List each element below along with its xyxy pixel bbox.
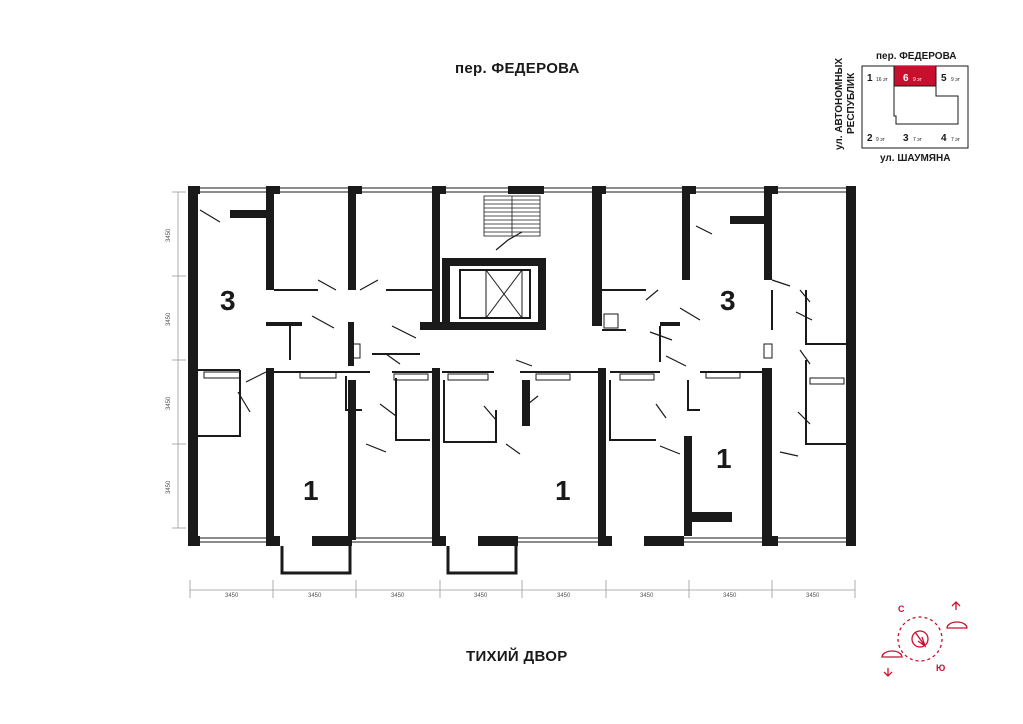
compass (881, 601, 968, 677)
dim-label: 3450 (474, 593, 488, 599)
apartment-rooms-label: 3 (720, 285, 736, 316)
keymap-street-bottom: ул. ШАУМЯНА (880, 153, 950, 164)
dim-label: 3450 (166, 480, 172, 494)
sunset-icon (881, 650, 903, 658)
apartment-rooms-label: 1 (555, 475, 571, 506)
compass-north-label: С (898, 604, 905, 614)
elevator-shaft (459, 269, 531, 319)
apartment-rooms-label: 1 (716, 443, 732, 474)
partitions (190, 289, 848, 445)
door-swings (199, 209, 813, 457)
dimension-labels-left: 3450 3450 3450 3450 (166, 228, 172, 494)
keymap-section-floors: 9 эт (951, 77, 961, 83)
apartment-rooms-label: 3 (220, 285, 236, 316)
keymap-section-floors: 7 эт (913, 137, 923, 143)
arrow-down-icon (883, 668, 893, 677)
apartment-rooms-label: 1 (303, 475, 319, 506)
windows (200, 187, 846, 543)
dim-label: 3450 (225, 593, 239, 599)
apartment-labels: 3 3 1 1 1 (220, 285, 736, 506)
dimension-lines (172, 191, 856, 598)
stairs (483, 195, 541, 251)
compass-needle-icon (914, 631, 927, 648)
dim-label: 3450 (166, 396, 172, 410)
dim-label: 3450 (640, 593, 654, 599)
keymap-section-floors: 16 эт (876, 77, 888, 83)
keymap-section-num: 1 (867, 73, 873, 84)
dim-label: 3450 (557, 593, 571, 599)
fixtures (203, 313, 845, 385)
keymap-section-floors: 9 эт (913, 77, 923, 83)
interior-walls (230, 186, 772, 540)
arrow-up-icon (951, 601, 961, 610)
dim-label: 3450 (166, 228, 172, 242)
dimension-labels-bottom: 3450 3450 3450 3450 3450 3450 3450 3450 (225, 593, 820, 599)
dim-label: 3450 (806, 593, 820, 599)
keymap-street-side-2: РЕСПУБЛИК (846, 72, 857, 134)
sun-icon (946, 621, 968, 629)
dim-label: 3450 (166, 312, 172, 326)
keymap-current-section (894, 66, 936, 86)
dim-label: 3450 (391, 593, 405, 599)
keymap-street-side-1: ул. АВТОНОМНЫХ (834, 58, 845, 150)
keymap-section-floors: 9 эт (876, 137, 886, 143)
balconies (280, 546, 518, 575)
keymap-section-num: 5 (941, 73, 947, 84)
compass-center-icon (911, 630, 929, 648)
keymap-section-num: 2 (867, 133, 873, 144)
compass-ring-icon (897, 616, 943, 662)
keymap-section-floors: 7 эт (951, 137, 961, 143)
compass-south-label: Ю (936, 663, 945, 673)
dim-label: 3450 (308, 593, 322, 599)
keymap-section-num: 6 (903, 73, 909, 84)
keymap-section-num: 4 (941, 133, 947, 144)
street-label-bottom: ТИХИЙ ДВОР (466, 648, 568, 665)
street-label-top: пер. ФЕДЕРОВА (455, 60, 580, 77)
keymap-section-num: 3 (903, 133, 909, 144)
keymap-street-top: пер. ФЕДЕРОВА (876, 51, 957, 62)
key-map: пер. ФЕДЕРОВА ул. ШАУМЯНА ул. АВТОНОМНЫХ… (834, 51, 969, 164)
dim-label: 3450 (723, 593, 737, 599)
exterior-walls (188, 186, 856, 546)
